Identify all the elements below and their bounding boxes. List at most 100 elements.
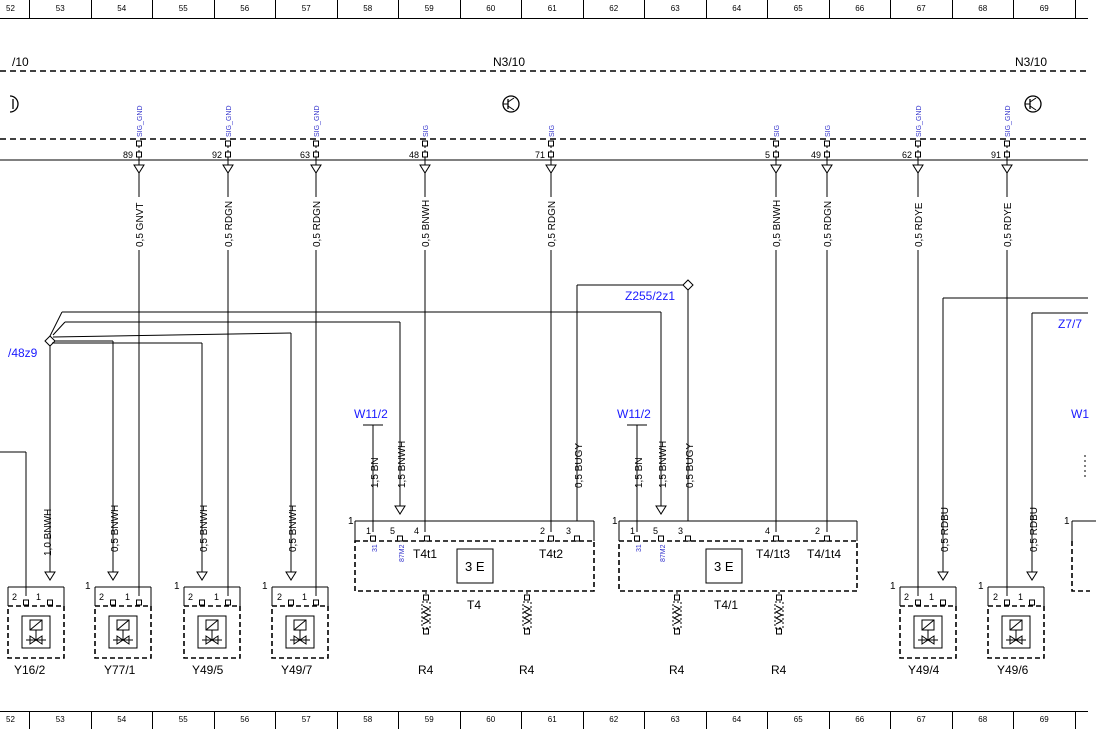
ruler-cell: 63 — [645, 0, 707, 18]
svg-text:1: 1 — [262, 581, 268, 592]
pin-number: 62 — [902, 150, 912, 160]
pin-number: 89 — [123, 150, 133, 160]
wire-label-t4-bugy: 0,5 BUGY — [574, 443, 585, 488]
svg-text:1: 1 — [890, 581, 896, 592]
splice-center — [576, 279, 694, 521]
wire-label: 0,5 BNWH — [772, 200, 783, 247]
t41-module: 1 3 E 1 5 3 4 2 31 87M2 T4/1t3 T4/1t4 T4… — [612, 516, 858, 677]
module-label-right: N3/10 — [1015, 55, 1047, 69]
ground-label-t4[interactable]: W11/2 — [354, 407, 388, 421]
svg-text:R4: R4 — [771, 663, 787, 677]
ruler-cell: 64 — [707, 711, 768, 729]
svg-text:2: 2 — [12, 592, 17, 602]
splice-label-center[interactable]: Z255/2z1 — [625, 289, 675, 303]
pin-signal-label: SIG_GND — [916, 105, 923, 137]
ruler-cell: 59 — [399, 711, 461, 729]
ruler-cell: 65 — [768, 711, 830, 729]
ruler-cell: 68 — [953, 0, 1014, 18]
pin-number: 71 — [535, 150, 545, 160]
svg-text:2: 2 — [540, 526, 545, 536]
wire-label: 0,5 BNWH — [421, 200, 432, 247]
ruler-cell: 58 — [338, 711, 399, 729]
wire-label-t41-bnwh: 1,5 BNWH — [658, 441, 669, 488]
pin-signal-label: SIG_GND — [1005, 105, 1012, 137]
wire-label: 0,5 GNVT — [135, 203, 146, 247]
svg-text:1: 1 — [174, 581, 180, 592]
ruler-cell: 58 — [338, 0, 399, 18]
wire-label: 0,5 RDGN — [224, 201, 235, 247]
valve-icon — [285, 615, 315, 649]
splice-label-right[interactable]: Z7/7 — [1058, 317, 1082, 331]
ground-label-t41[interactable]: W11/2 — [617, 407, 651, 421]
ruler-cell: 55 — [153, 0, 215, 18]
valve-label: Y49/6 — [997, 663, 1029, 677]
valve-icon — [913, 615, 943, 649]
svg-text:2: 2 — [277, 592, 282, 602]
ruler-cell: 55 — [153, 711, 215, 729]
pin-number: 48 — [409, 150, 419, 160]
pin-signal-label: SIG — [423, 125, 430, 137]
svg-text:1: 1 — [125, 592, 130, 602]
ruler-cell: 67 — [891, 0, 953, 18]
splice-left — [0, 311, 662, 596]
valve-label: Y16/2 — [14, 663, 46, 677]
right-wiring — [942, 297, 1088, 572]
svg-text:2: 2 — [188, 592, 193, 602]
ruler-cell: 57 — [276, 0, 338, 18]
connector-pin: SIG 48 0,5 BNWH — [409, 125, 432, 532]
ruler-cell: 68 — [953, 711, 1014, 729]
svg-text:1: 1 — [214, 592, 219, 602]
ruler-cell: 66 — [830, 0, 891, 18]
svg-text:1: 1 — [929, 592, 934, 602]
ground-label-partial[interactable]: W1 — [1071, 407, 1089, 421]
pin-signal-label: SIG — [825, 125, 832, 137]
wire-label-t41-bugy: 0,5 BUGY — [685, 443, 696, 488]
svg-text:31: 31 — [636, 544, 643, 552]
ruler-cell: 53 — [30, 0, 92, 18]
svg-text:1: 1 — [612, 516, 618, 527]
ruler-cell: 52 — [0, 0, 30, 18]
pin-number: 63 — [300, 150, 310, 160]
wire-label: 0,5 RDGN — [823, 201, 834, 247]
t4-name: T4 — [467, 598, 481, 612]
ruler-cell: 52 — [0, 711, 30, 729]
svg-text:R4: R4 — [669, 663, 685, 677]
ruler-cell: 66 — [830, 711, 891, 729]
svg-text:5: 5 — [390, 526, 395, 536]
valve-label: Y49/5 — [192, 663, 224, 677]
module-label-left: /10 — [12, 55, 29, 69]
svg-text:3 E: 3 E — [714, 559, 734, 574]
t4-pin-1-label: 1 — [348, 516, 354, 527]
pin-number: 5 — [765, 150, 770, 160]
svg-text:T4/1t4: T4/1t4 — [807, 547, 841, 561]
valve-icon — [108, 615, 138, 649]
pin-signal-label: SIG — [774, 125, 781, 137]
ruler-cell: 60 — [461, 0, 522, 18]
splice-label-left[interactable]: /48z9 — [8, 346, 38, 360]
transistor-icon-center — [502, 95, 520, 113]
wire-label-splice-2: 0,5 BNWH — [110, 505, 121, 552]
ruler-cell: 62 — [584, 0, 645, 18]
svg-text:87M2: 87M2 — [660, 544, 667, 562]
ruler-cell: 56 — [215, 711, 276, 729]
svg-text:5: 5 — [653, 526, 658, 536]
pin-signal-label: SIG — [549, 125, 556, 137]
ruler-cell: 60 — [461, 711, 522, 729]
valve-icon — [1001, 615, 1031, 649]
ruler-cell: 67 — [891, 711, 953, 729]
svg-text:0,5 RDBU: 0,5 RDBU — [940, 507, 951, 552]
ruler-cell: 65 — [768, 0, 830, 18]
valve-icon — [21, 615, 51, 649]
svg-text:3: 3 — [566, 526, 571, 536]
ruler-cell: 69 — [1014, 711, 1076, 729]
svg-text:R4: R4 — [519, 663, 535, 677]
